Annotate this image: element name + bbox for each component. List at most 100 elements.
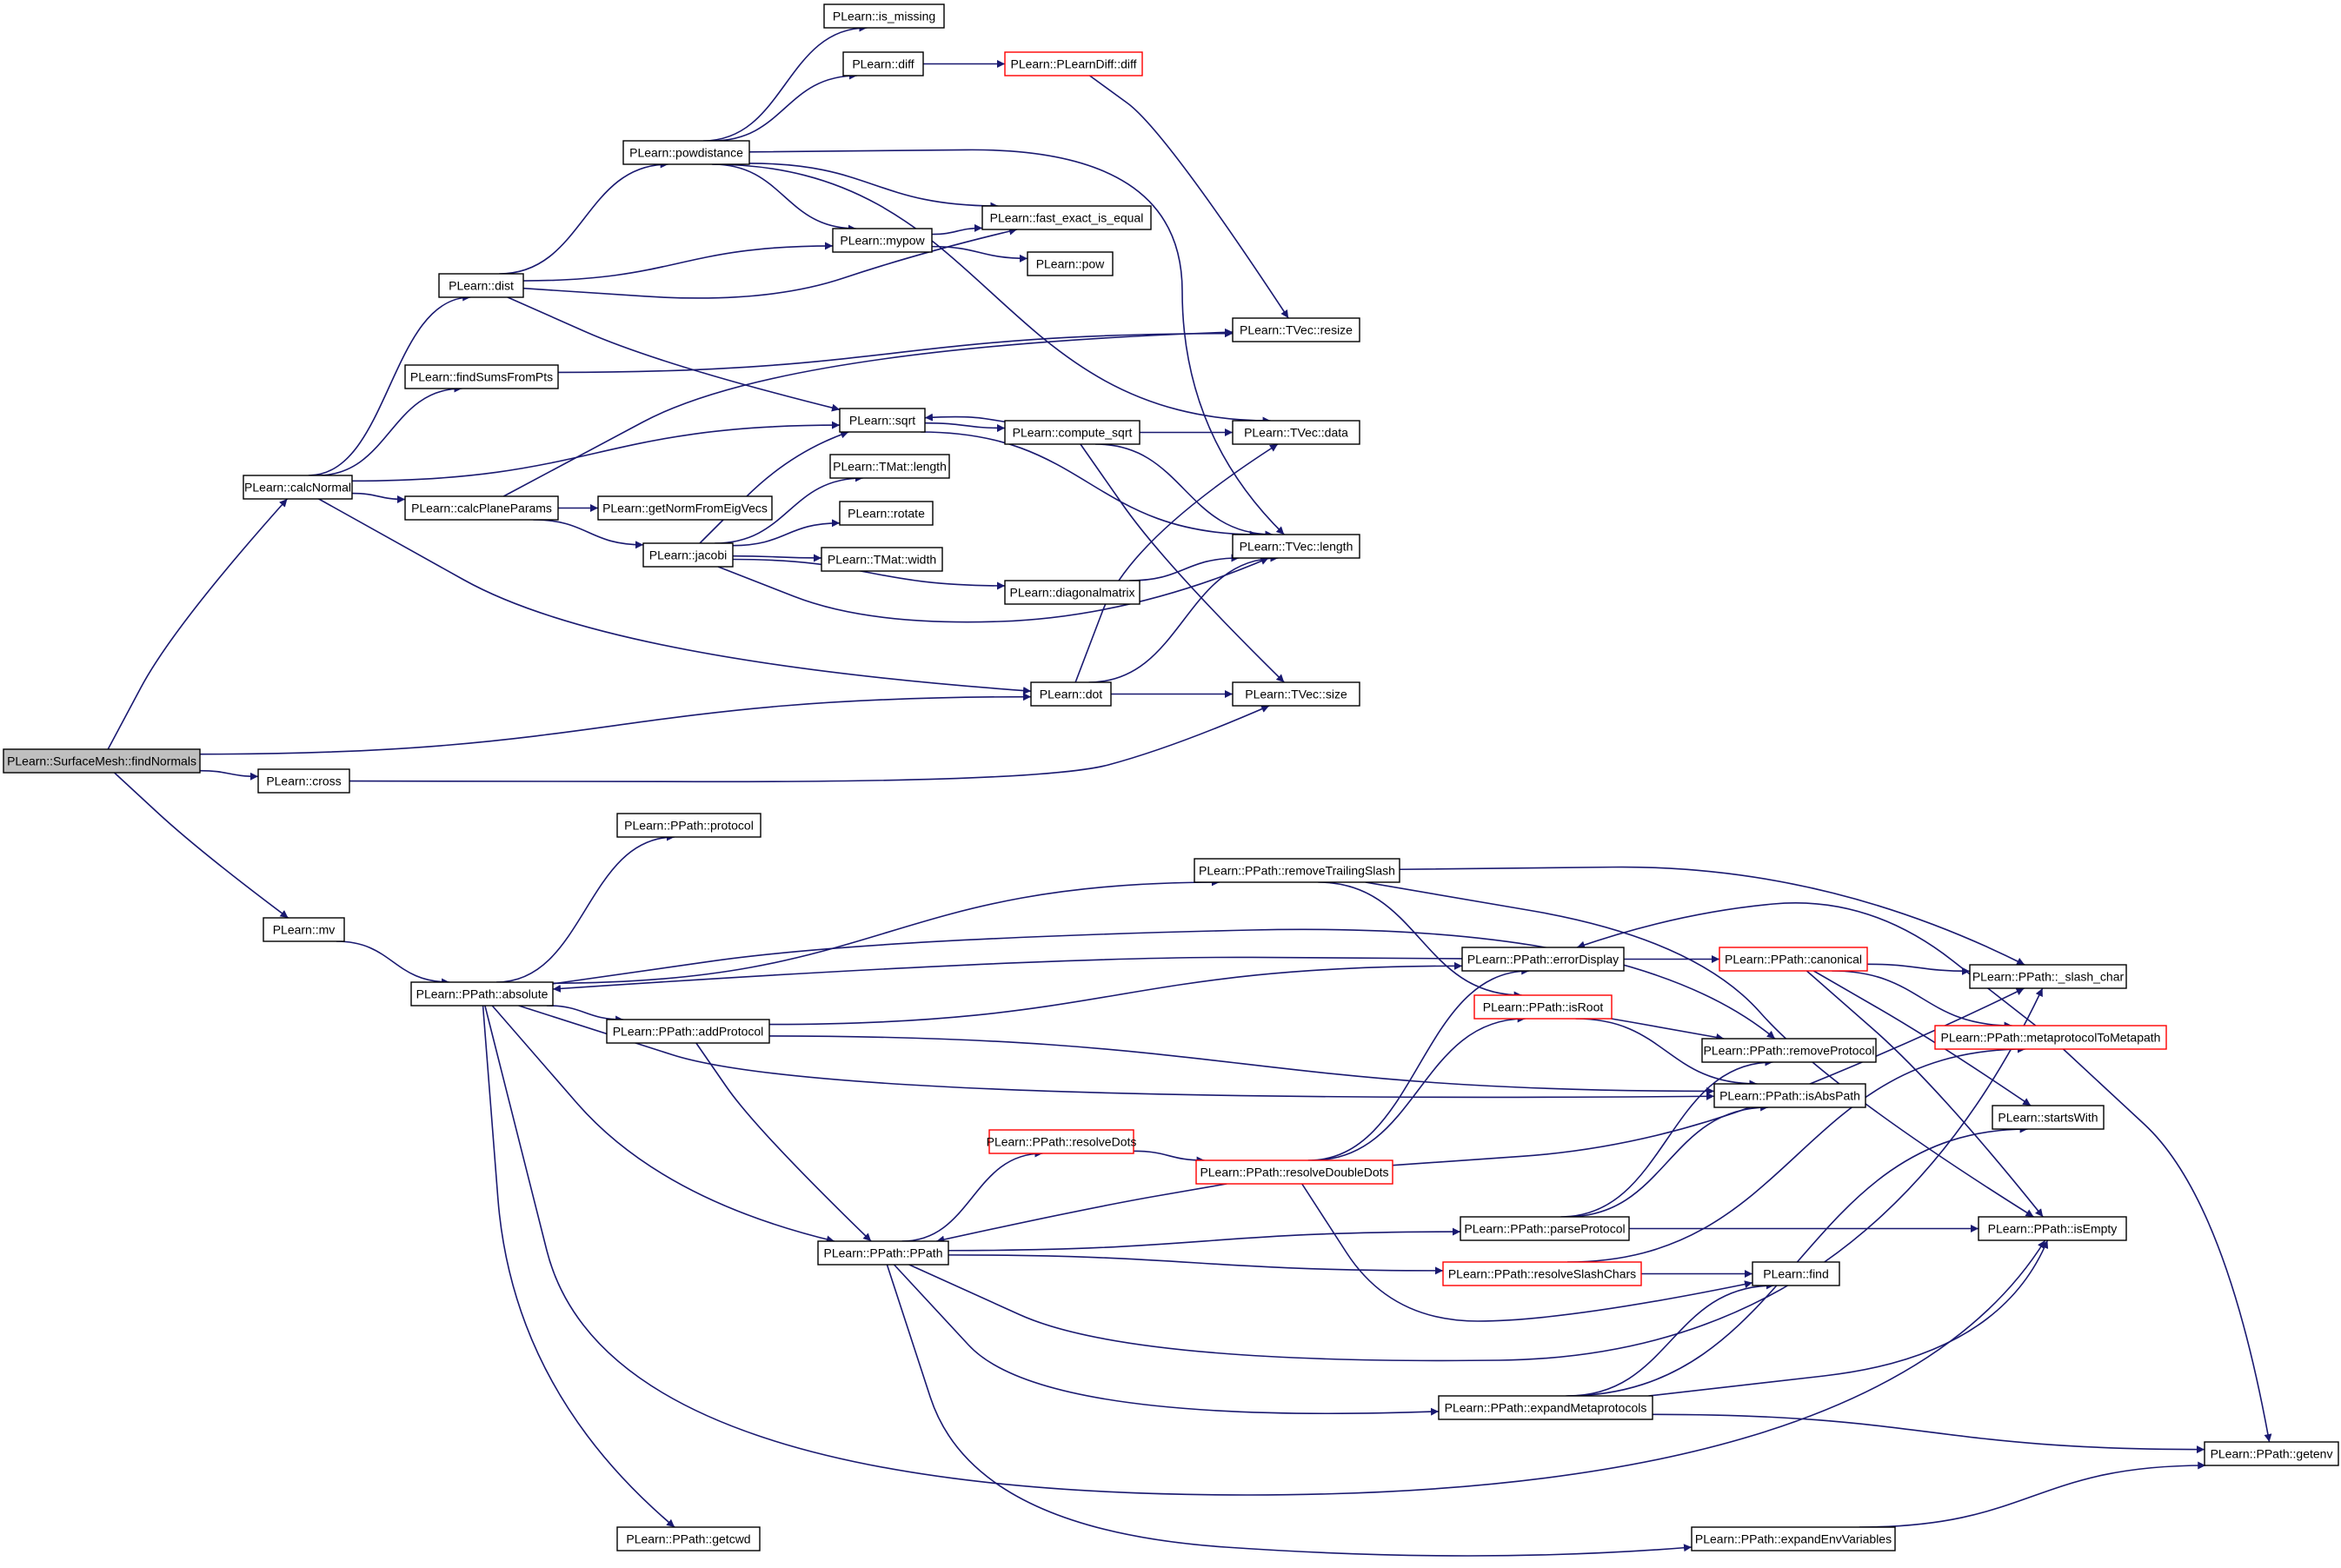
call-edge-rts-to-isroot bbox=[1318, 881, 1522, 1000]
call-edge-dist-to-sqrt bbox=[507, 296, 841, 412]
node-box bbox=[1969, 964, 2127, 989]
call-edge-powdist-to-is_missing bbox=[703, 23, 868, 142]
node-box bbox=[1461, 947, 1625, 972]
node-box bbox=[616, 813, 761, 838]
node-expmeta[interactable]: PLearn::PPath::expandMetaprotocols bbox=[1438, 1395, 1653, 1420]
node-resslash[interactable]: PLearn::PPath::resolveSlashChars bbox=[1442, 1261, 1642, 1286]
call-edge-jacobi-to-tmwid bbox=[732, 554, 822, 562]
node-tvsize[interactable]: PLearn::TVec::size bbox=[1232, 681, 1360, 707]
node-rmproto[interactable]: PLearn::PPath::removeProtocol bbox=[1701, 1038, 1877, 1063]
node-fei[interactable]: PLearn::fast_exact_is_equal bbox=[981, 205, 1152, 230]
call-edge-isroot-to-rmproto bbox=[1611, 1018, 1725, 1041]
node-find[interactable]: PLearn::find bbox=[1752, 1261, 1840, 1286]
node-label: PLearn::PPath::absolute bbox=[416, 987, 549, 1001]
node-absolute[interactable]: PLearn::PPath::absolute bbox=[410, 981, 554, 1007]
call-edge-absolute-to-ppath bbox=[491, 1005, 835, 1244]
node-label: PLearn::findSumsFromPts bbox=[410, 370, 553, 384]
node-parseproto[interactable]: PLearn::PPath::parseProtocol bbox=[1460, 1216, 1630, 1241]
node-mv[interactable]: PLearn::mv bbox=[263, 917, 345, 942]
node-label: PLearn::PPath::metaprotocolToMetapath bbox=[1941, 1031, 2161, 1045]
node-findNormals[interactable]: PLearn::SurfaceMesh::findNormals bbox=[3, 748, 201, 774]
node-starts[interactable]: PLearn::startsWith bbox=[1992, 1105, 2105, 1130]
node-errdisp[interactable]: PLearn::PPath::errorDisplay bbox=[1461, 947, 1625, 972]
node-meta2[interactable]: PLearn::PPath::metaprotocolToMetapath bbox=[1934, 1025, 2167, 1050]
call-edge-addproto-to-errdisp bbox=[768, 961, 1463, 1026]
node-isempty[interactable]: PLearn::PPath::isEmpty bbox=[1978, 1216, 2127, 1241]
node-powdist[interactable]: PLearn::powdistance bbox=[622, 140, 750, 165]
node-label: PLearn::PPath::expandMetaprotocols bbox=[1445, 1401, 1647, 1415]
node-label: PLearn::PPath::expandEnvVariables bbox=[1695, 1532, 1892, 1546]
node-label: PLearn::calcNormal bbox=[244, 481, 351, 495]
node-box bbox=[616, 1526, 761, 1551]
node-tmlen[interactable]: PLearn::TMat::length bbox=[829, 454, 950, 479]
call-edge-findSums-to-resize bbox=[557, 329, 1234, 374]
node-csqrt[interactable]: PLearn::compute_sqrt bbox=[1004, 420, 1141, 445]
node-cross[interactable]: PLearn::cross bbox=[257, 768, 350, 794]
node-findSums[interactable]: PLearn::findSumsFromPts bbox=[404, 364, 559, 389]
node-box bbox=[606, 1019, 770, 1044]
node-sqrt[interactable]: PLearn::sqrt bbox=[839, 408, 926, 433]
node-label: PLearn::dist bbox=[449, 279, 514, 293]
node-resdots[interactable]: PLearn::PPath::resolveDots bbox=[987, 1129, 1137, 1154]
node-diagm[interactable]: PLearn::diagonalmatrix bbox=[1004, 580, 1141, 605]
call-edge-csqrt-to-tvsize bbox=[1080, 443, 1285, 683]
call-edge-absolute-to-isabs bbox=[518, 1005, 1715, 1100]
node-box bbox=[257, 768, 350, 794]
node-calcNormal[interactable]: PLearn::calcNormal bbox=[243, 475, 353, 500]
node-label: PLearn::cross bbox=[266, 774, 341, 788]
call-edge-findNormals-to-mv bbox=[114, 772, 289, 919]
node-pldiff[interactable]: PLearn::PLearnDiff::diff bbox=[1004, 51, 1143, 76]
call-edge-pldiff-to-resize bbox=[1089, 75, 1289, 319]
call-edge-calcNormal-to-sqrt bbox=[351, 421, 841, 482]
node-isroot[interactable]: PLearn::PPath::isRoot bbox=[1473, 994, 1613, 1020]
node-resize[interactable]: PLearn::TVec::resize bbox=[1232, 317, 1360, 342]
node-ppath[interactable]: PLearn::PPath::PPath bbox=[817, 1240, 949, 1266]
call-edge-rts-to-isempty bbox=[1365, 881, 2034, 1218]
edge-layer bbox=[107, 23, 2272, 1557]
call-edge-canonical-to-starts bbox=[1812, 970, 2032, 1106]
node-slash[interactable]: PLearn::PPath::_slash_char bbox=[1969, 964, 2127, 989]
call-edge-findNormals-to-cross bbox=[199, 769, 259, 781]
call-edge-sqrt-to-csqrt bbox=[924, 422, 1006, 433]
call-edge-powdist-to-tvdata bbox=[711, 163, 1271, 425]
node-tvlen[interactable]: PLearn::TVec::length bbox=[1232, 534, 1360, 559]
call-edge-expmeta-to-getenv bbox=[1652, 1413, 2205, 1454]
node-box bbox=[1691, 1526, 1896, 1551]
node-rts[interactable]: PLearn::PPath::removeTrailingSlash bbox=[1194, 858, 1400, 883]
node-box bbox=[1004, 420, 1141, 445]
call-edge-powdist-to-tvlen bbox=[748, 149, 1285, 535]
node-tmwid[interactable]: PLearn::TMat::width bbox=[821, 547, 943, 572]
node-calcPlane[interactable]: PLearn::calcPlaneParams bbox=[404, 495, 559, 521]
node-dot[interactable]: PLearn::dot bbox=[1030, 681, 1112, 707]
call-edge-calcPlane-to-jacobi bbox=[533, 519, 644, 549]
node-box bbox=[1438, 1395, 1653, 1420]
node-addproto[interactable]: PLearn::PPath::addProtocol bbox=[606, 1019, 770, 1044]
node-resdd[interactable]: PLearn::PPath::resolveDoubleDots bbox=[1195, 1159, 1393, 1185]
node-tvdata[interactable]: PLearn::TVec::data bbox=[1232, 420, 1360, 445]
node-box bbox=[1232, 681, 1360, 707]
node-diff[interactable]: PLearn::diff bbox=[842, 51, 924, 76]
node-protocol[interactable]: PLearn::PPath::protocol bbox=[616, 813, 761, 838]
node-jacobi[interactable]: PLearn::jacobi bbox=[642, 542, 734, 568]
call-edge-jacobi-to-tvlen bbox=[717, 557, 1269, 623]
node-label: PLearn::powdistance bbox=[629, 146, 743, 160]
node-isabs[interactable]: PLearn::PPath::isAbsPath bbox=[1713, 1083, 1866, 1108]
call-edge-mv-to-absolute bbox=[336, 940, 450, 987]
node-pow[interactable]: PLearn::pow bbox=[1027, 251, 1114, 276]
node-label: PLearn::TVec::size bbox=[1245, 688, 1347, 701]
node-label: PLearn::mypow bbox=[840, 234, 925, 248]
node-canonical[interactable]: PLearn::PPath::canonical bbox=[1719, 947, 1868, 972]
node-gnorm[interactable]: PLearn::getNormFromEigVecs bbox=[597, 495, 773, 521]
call-edge-absolute-to-isempty bbox=[484, 1005, 2046, 1496]
node-expenv[interactable]: PLearn::PPath::expandEnvVariables bbox=[1691, 1526, 1896, 1551]
node-getcwd[interactable]: PLearn::PPath::getcwd bbox=[616, 1526, 761, 1551]
node-mypow[interactable]: PLearn::mypow bbox=[832, 228, 933, 253]
node-is_missing[interactable]: PLearn::is_missing bbox=[823, 3, 945, 29]
node-rotate[interactable]: PLearn::rotate bbox=[839, 501, 934, 526]
node-getenv[interactable]: PLearn::PPath::getenv bbox=[2204, 1441, 2339, 1466]
node-dist[interactable]: PLearn::dist bbox=[438, 273, 524, 298]
node-box bbox=[263, 917, 345, 942]
node-label: PLearn::PPath::parseProtocol bbox=[1464, 1222, 1625, 1236]
node-box bbox=[1232, 420, 1360, 445]
